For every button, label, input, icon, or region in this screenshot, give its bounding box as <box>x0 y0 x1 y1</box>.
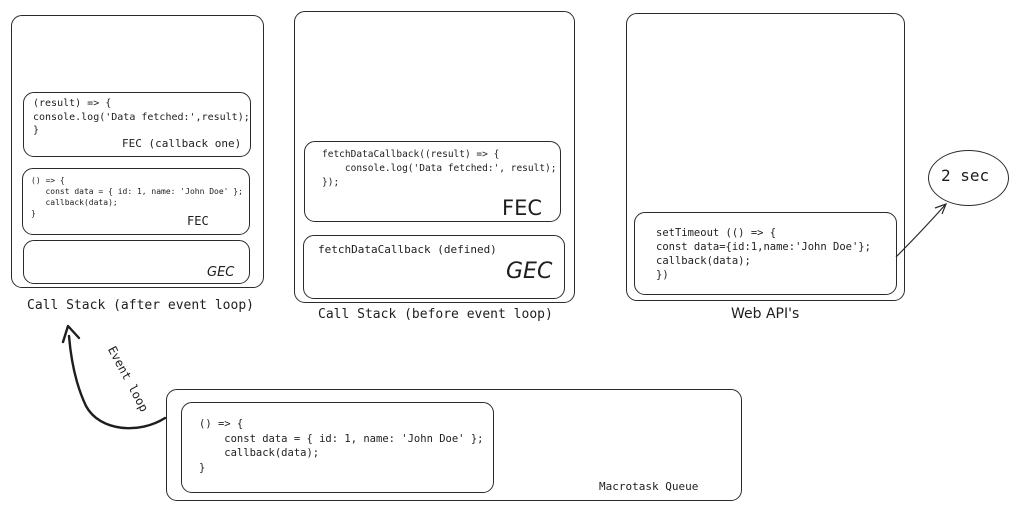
call-stack-before-title: Call Stack (before event loop) <box>318 307 553 322</box>
event-loop-arrow-head <box>61 324 81 344</box>
fec-code-after: () => { const data = { id: 1, name: 'Joh… <box>31 176 243 218</box>
timer-arrow-head <box>934 202 948 215</box>
macrotask-callback-frame <box>181 402 494 493</box>
call-stack-after-title: Call Stack (after event loop) <box>27 298 254 313</box>
settimeout-code: setTimeout (() => { const data={id:1,nam… <box>656 227 871 281</box>
fec-label-after: FEC <box>187 214 209 228</box>
settimeout-frame <box>634 212 897 295</box>
callback-fec-label: FEC (callback one) <box>122 137 242 150</box>
gec-frame-after <box>23 240 250 284</box>
callback-fec-code: (result) => { console.log('Data fetched:… <box>33 98 250 136</box>
fec-label-before: FEC <box>502 196 543 220</box>
event-loop-arrow <box>67 334 167 430</box>
timer-label: 2 sec <box>941 166 990 185</box>
macrotask-queue-title: Macrotask Queue <box>599 480 699 493</box>
web-api-title: Web API's <box>731 306 800 322</box>
macrotask-code: () => { const data = { id: 1, name: 'Joh… <box>199 418 484 474</box>
fec-frame-after <box>22 168 250 235</box>
gec-label-before: GEC <box>506 259 553 284</box>
fec-frame-before <box>304 141 561 222</box>
timer-arrow <box>895 203 947 258</box>
timer-bubble <box>928 150 1009 206</box>
gec-frame-before <box>303 235 565 299</box>
callback-fec-frame <box>23 92 251 157</box>
gec-label-after: GEC <box>207 265 235 280</box>
fec-code-before: fetchDataCallback((result) => { console.… <box>322 149 557 188</box>
gec-code-before: fetchDataCallback (defined) <box>318 243 497 256</box>
